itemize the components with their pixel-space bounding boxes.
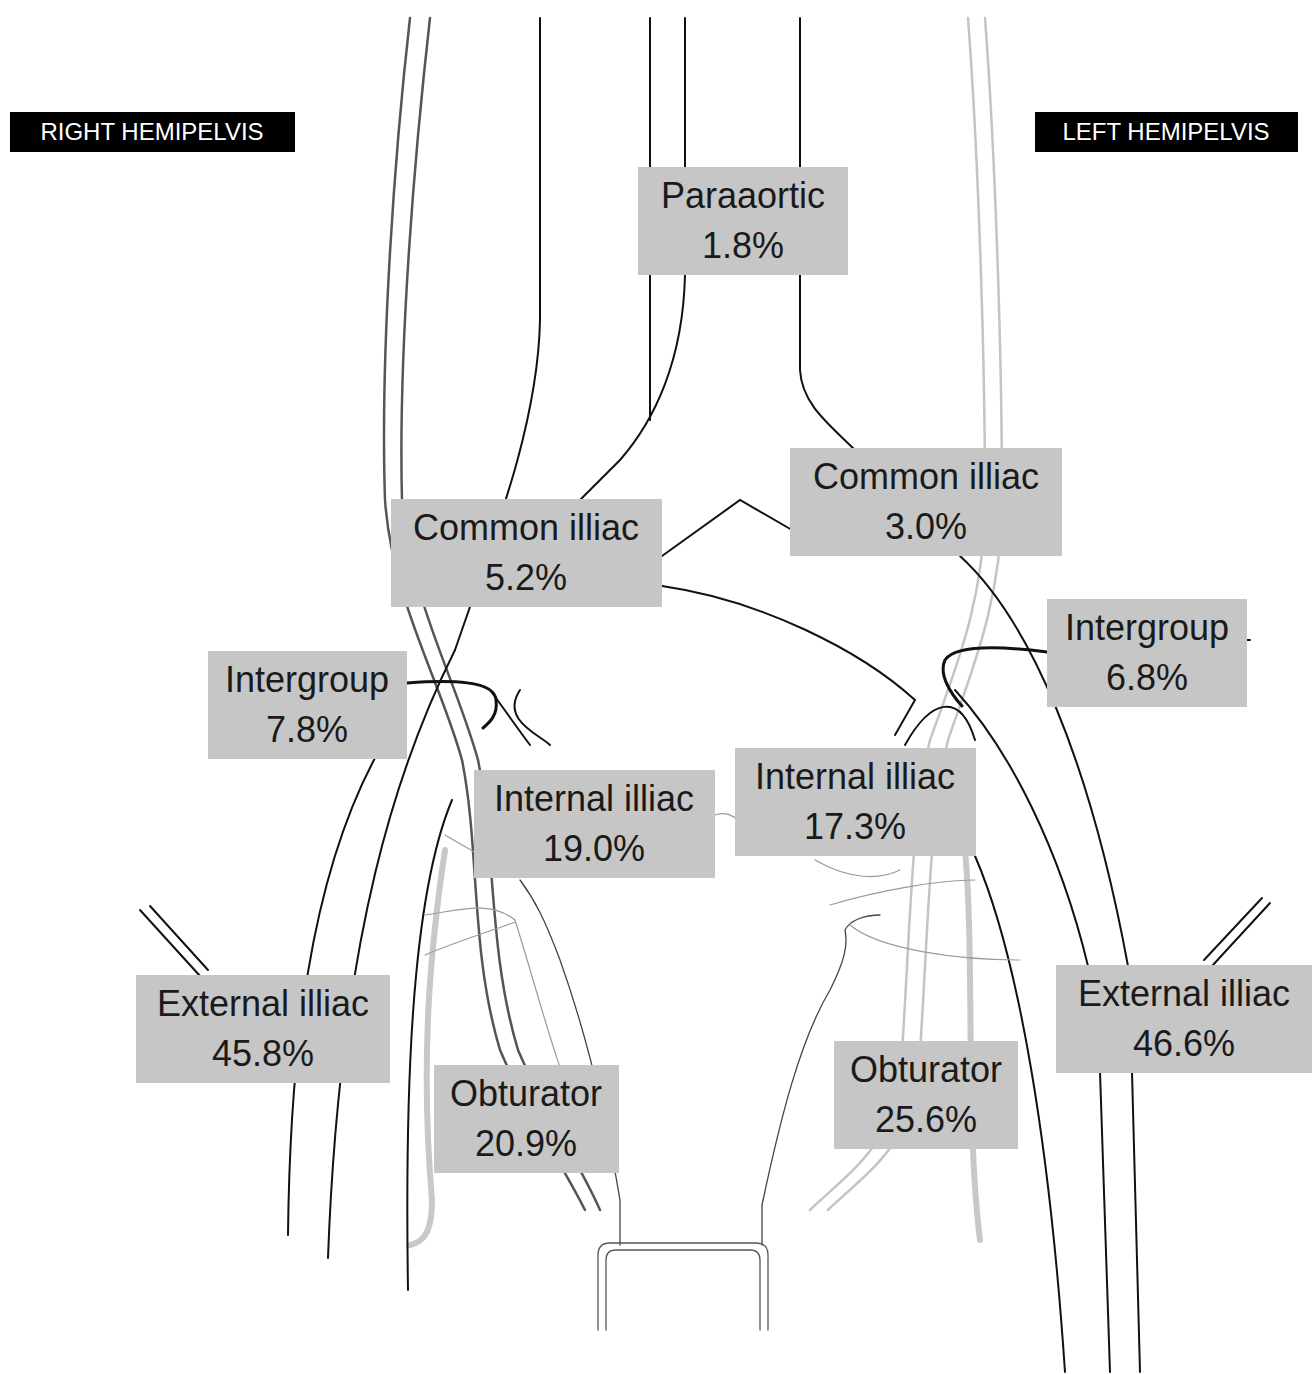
percentage-box: Obturator20.9%: [434, 1065, 619, 1173]
percentage-box: External illiac46.6%: [1056, 965, 1312, 1073]
percentage-value: 19.0%: [543, 824, 645, 874]
station-name: Common illiac: [413, 503, 639, 553]
station-name: External illiac: [1078, 969, 1290, 1019]
station-name: Internal illiac: [755, 752, 955, 802]
percentage-value: 20.9%: [475, 1119, 577, 1169]
station-name: Intergroup: [1065, 603, 1229, 653]
percentage-box: External illiac45.8%: [136, 975, 390, 1083]
region-label: LEFT HEMIPELVIS: [1035, 112, 1298, 152]
percentage-box: Internal illiac17.3%: [735, 748, 976, 856]
station-name: Common illiac: [813, 452, 1039, 502]
percentage-value: 46.6%: [1133, 1019, 1235, 1069]
percentage-value: 1.8%: [702, 221, 784, 271]
station-name: Intergroup: [225, 655, 389, 705]
station-name: LEFT HEMIPELVIS: [1062, 112, 1269, 152]
ureter: [384, 18, 600, 1210]
station-name: RIGHT HEMIPELVIS: [40, 112, 263, 152]
leader-line: [407, 648, 1047, 728]
percentage-value: 25.6%: [875, 1095, 977, 1145]
percentage-box: Intergroup7.8%: [208, 651, 407, 759]
percentage-box: Paraaortic1.8%: [638, 167, 848, 275]
region-label: RIGHT HEMIPELVIS: [10, 112, 295, 152]
percentage-value: 6.8%: [1106, 653, 1188, 703]
blood-vessel: [140, 18, 1270, 1372]
percentage-box: Common illiac5.2%: [391, 499, 662, 607]
vagina-outline: [598, 1243, 768, 1330]
station-name: External illiac: [157, 979, 369, 1029]
percentage-box: Internal illiac19.0%: [474, 770, 715, 878]
percentage-value: 3.0%: [885, 502, 967, 552]
station-name: Internal illiac: [494, 774, 694, 824]
percentage-box: Obturator25.6%: [834, 1041, 1018, 1149]
percentage-value: 5.2%: [485, 553, 567, 603]
station-name: Obturator: [450, 1069, 602, 1119]
station-name: Obturator: [850, 1045, 1002, 1095]
percentage-value: 17.3%: [804, 802, 906, 852]
station-name: Paraaortic: [661, 171, 825, 221]
percentage-box: Intergroup6.8%: [1047, 599, 1247, 707]
uterus-outline: [520, 880, 880, 1245]
percentage-box: Common illiac3.0%: [790, 448, 1062, 556]
percentage-value: 7.8%: [266, 705, 348, 755]
percentage-value: 45.8%: [212, 1029, 314, 1079]
